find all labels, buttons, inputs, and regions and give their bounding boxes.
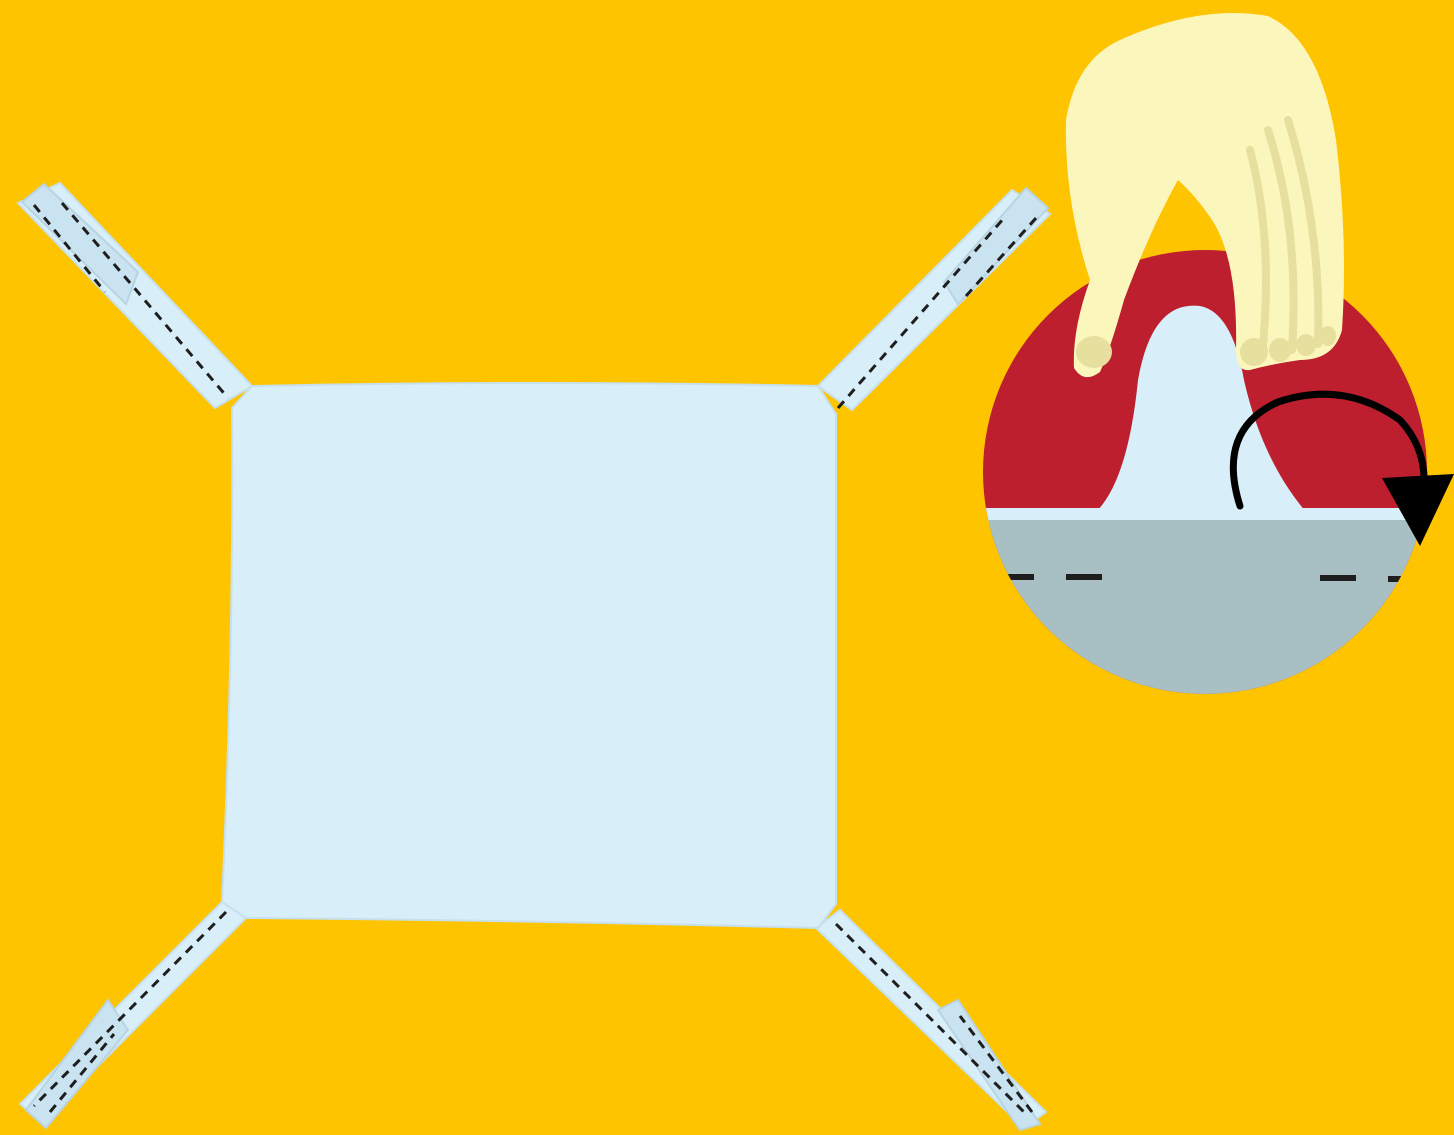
finger-nail-4 <box>1320 326 1336 346</box>
finger-nail-3 <box>1296 334 1316 356</box>
fabric-top-edge <box>980 508 1440 522</box>
finger-nail-2 <box>1269 338 1291 362</box>
finger-nail-1 <box>1240 338 1268 366</box>
thumb-nail <box>1076 336 1112 368</box>
mask-body <box>222 383 836 928</box>
